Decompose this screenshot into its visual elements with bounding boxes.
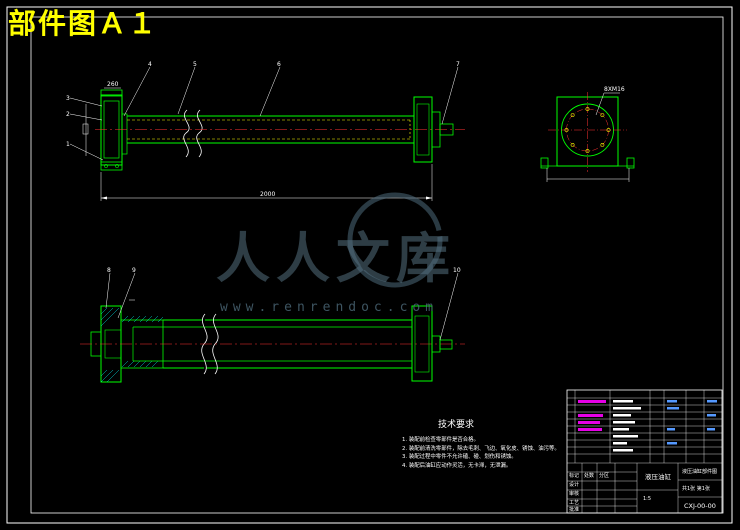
tb-label-mark: 标记 <box>569 472 579 479</box>
side-view: 8XM16 <box>540 86 635 182</box>
tech-requirements-list: 1. 装配前检查零部件是否合格。 2. 装配前清洗零部件，除去毛刺、飞边、氧化皮… <box>402 436 560 470</box>
balloon-7: 7 <box>456 61 460 68</box>
balloon-10: 10 <box>453 267 461 274</box>
dim-bolt-circle: 8XM16 <box>604 86 625 93</box>
tb-label-review: 审核 <box>569 490 579 497</box>
sheet-title: 部件图Ａ１ <box>8 7 159 40</box>
tb-label-process: 工艺 <box>569 500 579 506</box>
balloon-2: 2 <box>66 111 70 118</box>
balloon-3: 3 <box>66 95 70 102</box>
tb-scale: 1:5 <box>643 496 651 502</box>
tech-item: 4. 装配后油缸应动作灵活，无卡滞，无泄漏。 <box>402 462 512 469</box>
tb-label-design: 设计 <box>569 481 579 488</box>
balloon-9: 9 <box>132 267 136 274</box>
leaders-top <box>69 66 459 161</box>
tb-label-zone: 分区 <box>599 472 609 479</box>
tb-sheet-info: 共1张 第1张 <box>682 485 710 492</box>
title-block: 标记 处数 分区 设计 审核 工艺 批准 液压油缸 液压油缸部件图 共1张 第1… <box>566 389 723 514</box>
balloon-labels-top: 3 2 1 4 5 6 7 <box>66 61 460 148</box>
tb-label-count: 处数 <box>584 472 594 479</box>
leaders-section <box>105 272 459 341</box>
tb-drawing-name: 液压油缸部件图 <box>682 468 717 475</box>
balloon-5: 5 <box>193 61 197 68</box>
balloon-6: 6 <box>277 61 281 68</box>
outer-border <box>6 6 733 524</box>
tech-item: 1. 装配前检查零部件是否合格。 <box>402 437 479 443</box>
balloon-8: 8 <box>107 267 111 274</box>
tb-school: 液压油缸 <box>645 472 672 481</box>
balloon-4: 4 <box>148 61 152 68</box>
balloon-labels-section: 8 9 10 <box>107 267 461 274</box>
dim-flange: 260 <box>107 81 119 88</box>
section-view <box>80 299 465 383</box>
top-view: 2000 260 <box>82 81 465 201</box>
tech-item: 3. 装配过程中零件不允许磕、碰、划伤和锈蚀。 <box>402 454 517 461</box>
watermark-url: www.renrendoc.com <box>220 300 439 315</box>
inner-frame <box>30 16 724 514</box>
balloon-1: 1 <box>66 141 70 148</box>
watermark-main: 人人文库 <box>216 226 456 290</box>
tech-item: 2. 装配前清洗零部件，除去毛刺、飞边、氧化皮、锈蚀、油污等。 <box>402 445 560 452</box>
watermark-logo <box>347 192 449 288</box>
tb-label-approve: 批准 <box>569 506 579 513</box>
tb-drawing-no: CXJ-00-00 <box>684 502 716 510</box>
dim-length: 2000 <box>260 191 275 198</box>
tech-requirements-heading: 技术要求 <box>438 420 475 430</box>
